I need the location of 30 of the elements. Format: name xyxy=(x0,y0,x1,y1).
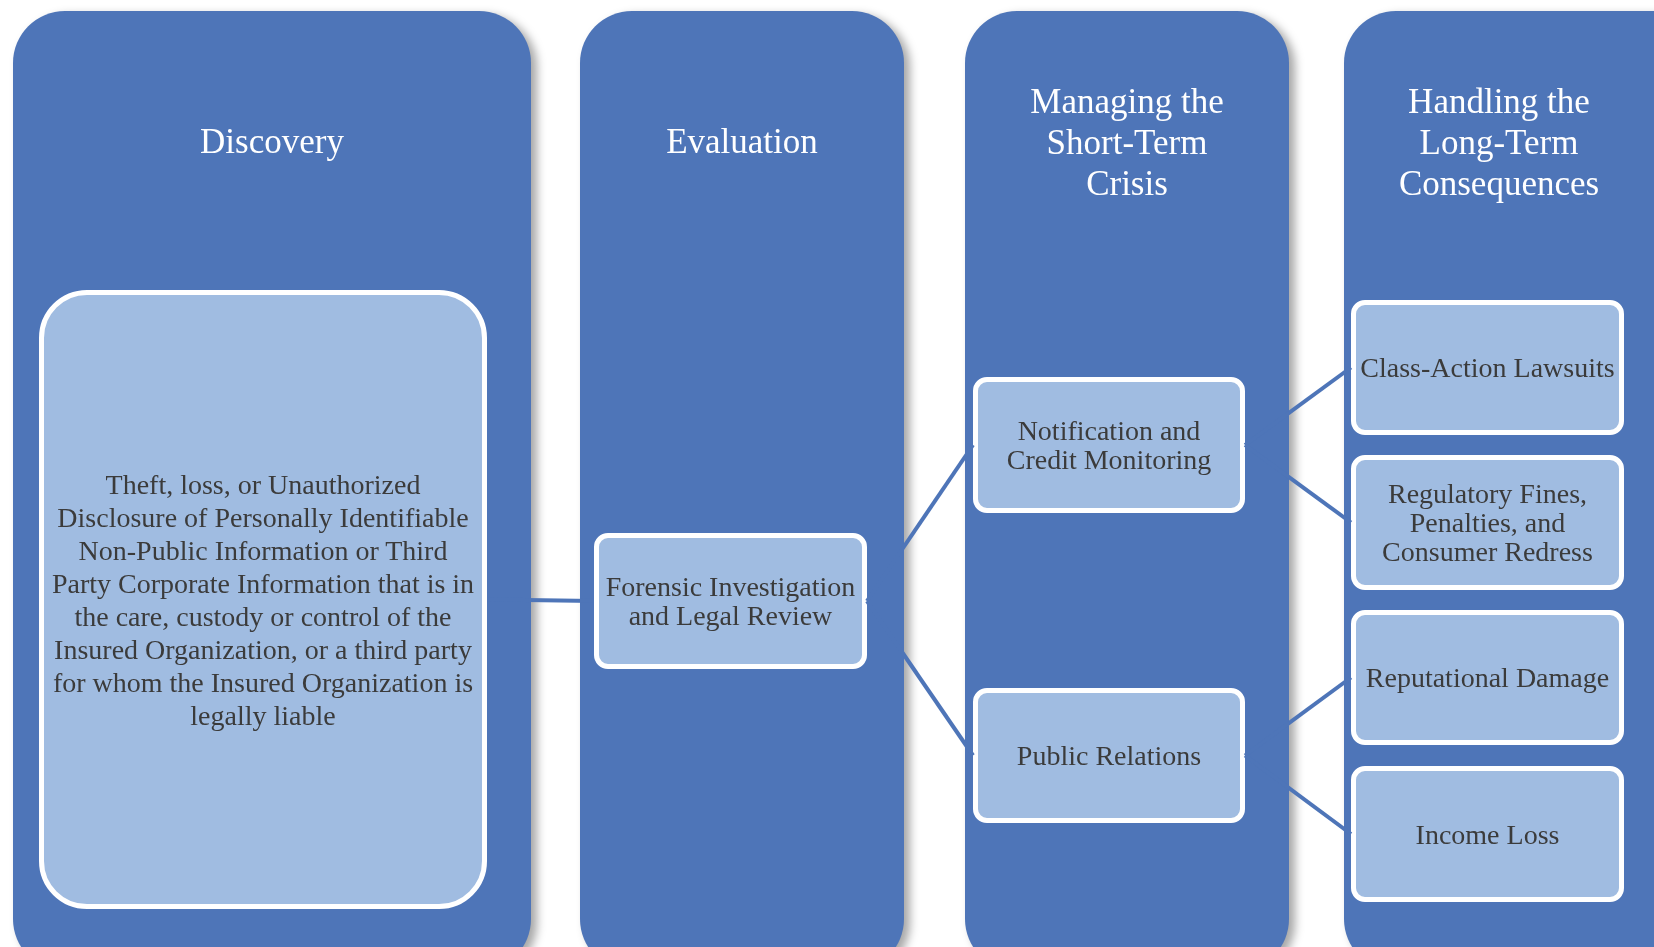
connector-line xyxy=(1243,753,1353,836)
stage-heading: Evaluation xyxy=(665,121,819,162)
connector-line xyxy=(1243,365,1353,447)
stage-column xyxy=(13,11,531,947)
connector-line xyxy=(1243,675,1353,758)
step-box xyxy=(1351,610,1624,745)
stage-heading: Managing the Short-Term Crisis xyxy=(1029,81,1225,204)
step-box xyxy=(973,688,1245,823)
connector-line xyxy=(865,443,975,603)
step-box xyxy=(1351,455,1624,590)
stage-heading: Discovery xyxy=(199,121,345,162)
connector-line xyxy=(865,599,975,757)
step-text: Public Relations xyxy=(1016,741,1202,770)
step-text: Regulatory Fines, Penalties, and Consumer Redress xyxy=(1381,479,1594,566)
step-box xyxy=(973,377,1245,513)
step-text: Forensic Investigation and Legal Review xyxy=(604,572,857,630)
step-box xyxy=(39,290,487,909)
connector-line xyxy=(1243,443,1353,525)
step-box xyxy=(1351,300,1624,435)
step-text: Reputational Damage xyxy=(1365,663,1610,692)
step-box xyxy=(1351,766,1624,902)
step-text: Class-Action Lawsuits xyxy=(1360,353,1615,382)
stage-column xyxy=(965,11,1289,947)
stage-heading: Handling the Long-Term Consequences xyxy=(1397,81,1601,204)
step-text: Income Loss xyxy=(1415,819,1560,849)
stage-column xyxy=(580,11,904,947)
step-text: Notification and Credit Monitoring xyxy=(1005,416,1213,474)
step-box xyxy=(594,533,867,669)
step-text: Theft, loss, or Unauthorized Disclosure of Personally Identifiable Non-Public Information or Third Party Corporate Information that is in the care, custody or control of the Insured Organization, or a third party for whom the Insured Organization is legally liable xyxy=(50,467,476,732)
stage-column xyxy=(1344,11,1654,947)
